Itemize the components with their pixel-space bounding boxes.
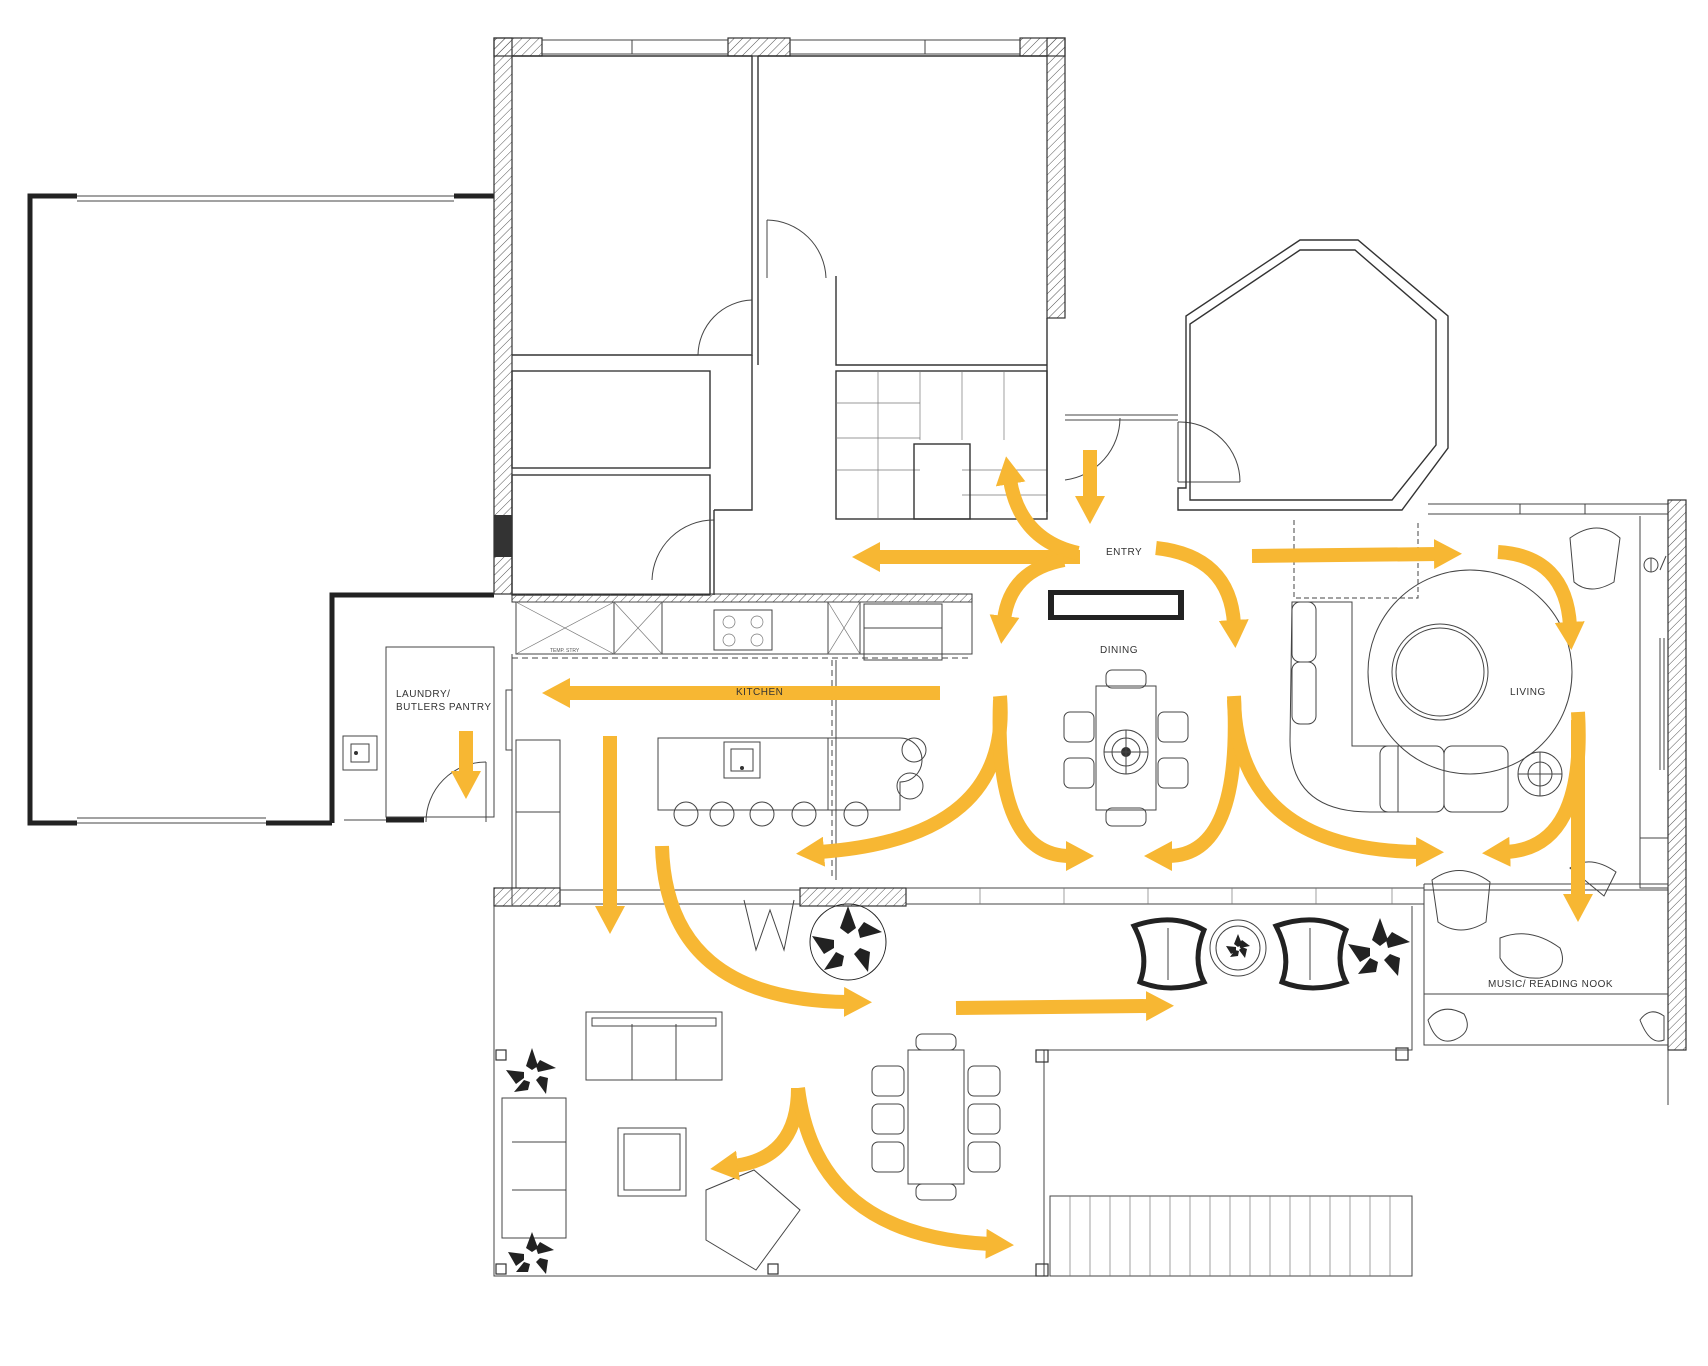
circulation-arrow-icon (655, 845, 872, 1017)
living-furniture (1289, 527, 1621, 931)
circulation-arrow-icon (1497, 545, 1585, 650)
circulation-arrow-icon (1144, 695, 1242, 871)
circulation-arrow-icon (796, 695, 1008, 867)
garage (27, 193, 494, 826)
south-wall (493, 887, 1424, 907)
plant-icon (506, 903, 1410, 1274)
entry-vestibule (1046, 318, 1241, 512)
dining-label: DINING (1100, 645, 1138, 656)
living-label: LIVING (1510, 687, 1546, 698)
outdoor-chair-icon (1130, 917, 1350, 991)
entry-label: ENTRY (1106, 547, 1143, 558)
circulation-arrow-icon (992, 699, 1094, 871)
outdoor-deck (493, 899, 1413, 1277)
kitchen (505, 593, 973, 905)
circulation-arrow-icon (1251, 539, 1462, 570)
temp-story-label: TEMP. STRY (550, 648, 580, 654)
north-arrow-icon (1643, 555, 1667, 573)
circulation-arrow-icon (1155, 541, 1249, 648)
circulation-arrow-icon (710, 1087, 805, 1181)
circulation-arrow-icon (791, 1087, 1014, 1259)
circulation-arrows (451, 450, 1593, 1259)
octagon-bay (1177, 239, 1449, 511)
bedroom-wing (493, 37, 1066, 596)
kitchen-label: KITCHEN (736, 687, 784, 698)
circulation-arrow-icon (1227, 699, 1444, 867)
laundry-label: LAUNDRY/ BUTLERS PANTRY (396, 689, 492, 713)
circulation-arrow-icon (1482, 711, 1586, 867)
laundry-room (329, 592, 495, 823)
circulation-arrow-icon (955, 991, 1174, 1022)
circulation-arrow-icon (995, 456, 1080, 560)
circulation-arrow-icon (989, 553, 1066, 644)
living-wing (1293, 499, 1687, 1105)
music-nook-label: MUSIC/ READING NOOK (1488, 979, 1614, 990)
music-reading-nook (1423, 861, 1668, 1046)
dining-room (1048, 590, 1189, 827)
centrepiece-icon (1103, 729, 1149, 775)
dashed-dividers (512, 657, 972, 880)
